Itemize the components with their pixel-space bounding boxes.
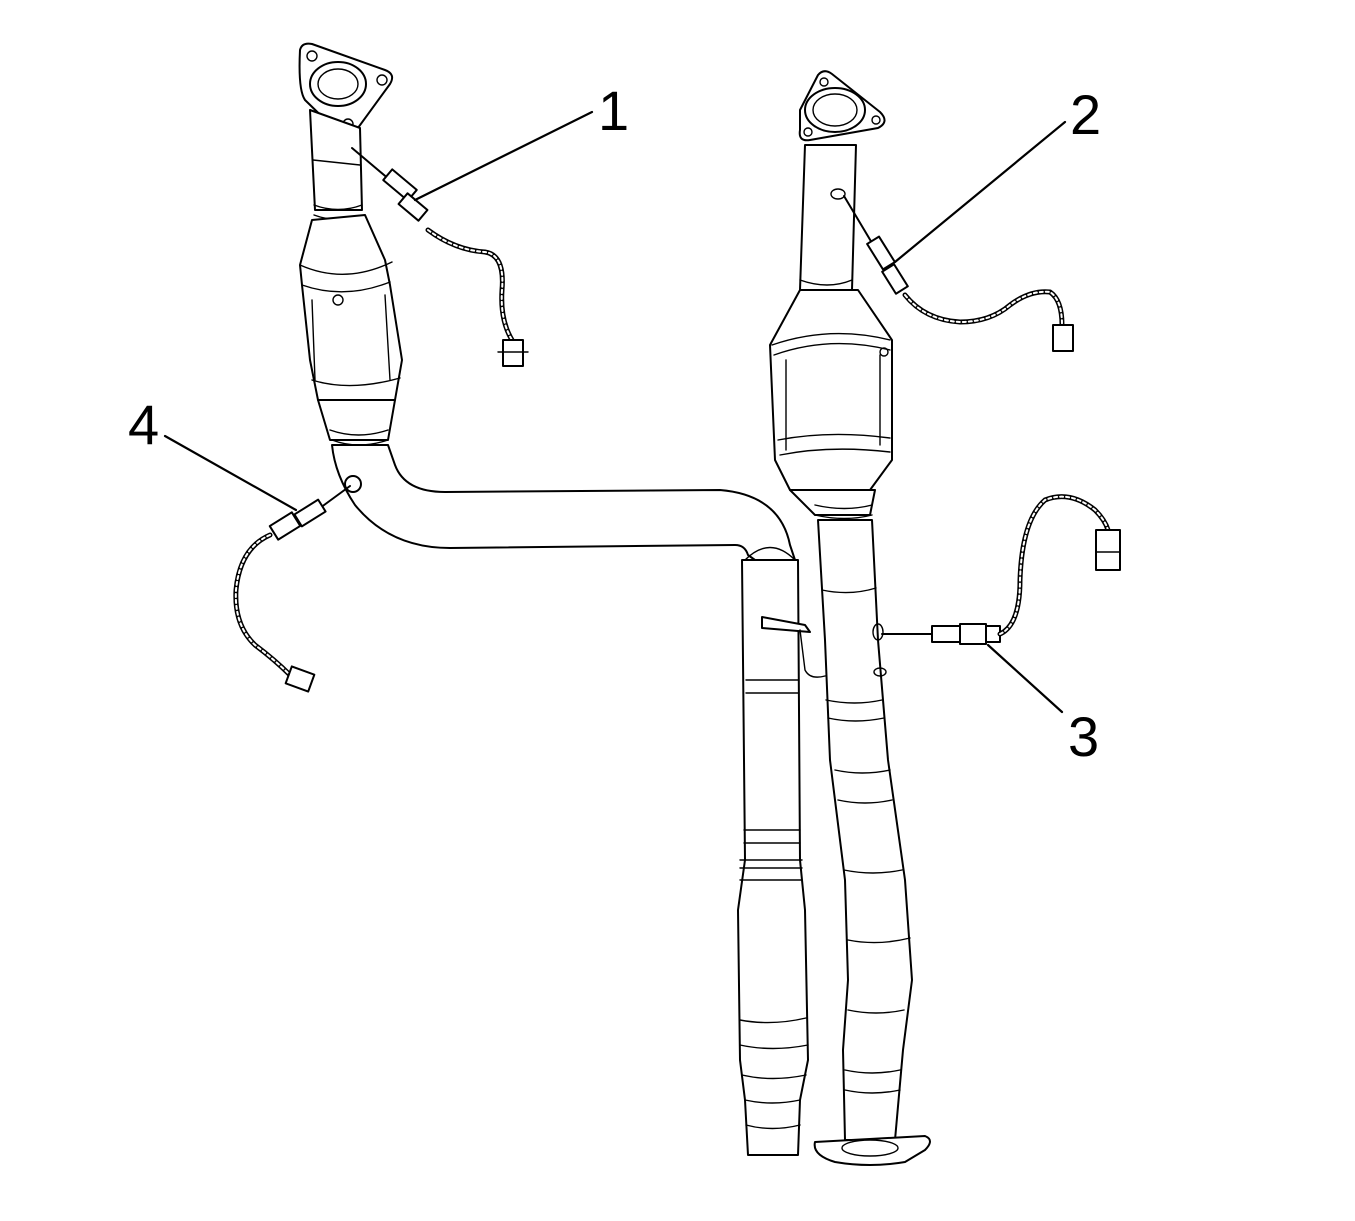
- right-exhaust-pipe: [769, 70, 931, 1166]
- left-exhaust-pipe: [298, 42, 826, 1156]
- callout-1-leader: [413, 110, 594, 202]
- callout-1-label: 1: [598, 79, 629, 142]
- callout-4-leader: [163, 434, 298, 512]
- callout-3-label: 3: [1068, 705, 1099, 768]
- oxygen-sensor-1: [351, 147, 529, 367]
- callout-2-leader: [893, 120, 1067, 264]
- callout-2-label: 2: [1070, 83, 1101, 146]
- oxygen-sensor-3: [881, 494, 1121, 645]
- callout-4-label: 4: [128, 393, 159, 456]
- callout-3-leader: [986, 643, 1064, 714]
- oxygen-sensor-4: [233, 485, 351, 693]
- oxygen-sensor-2: [843, 195, 1074, 352]
